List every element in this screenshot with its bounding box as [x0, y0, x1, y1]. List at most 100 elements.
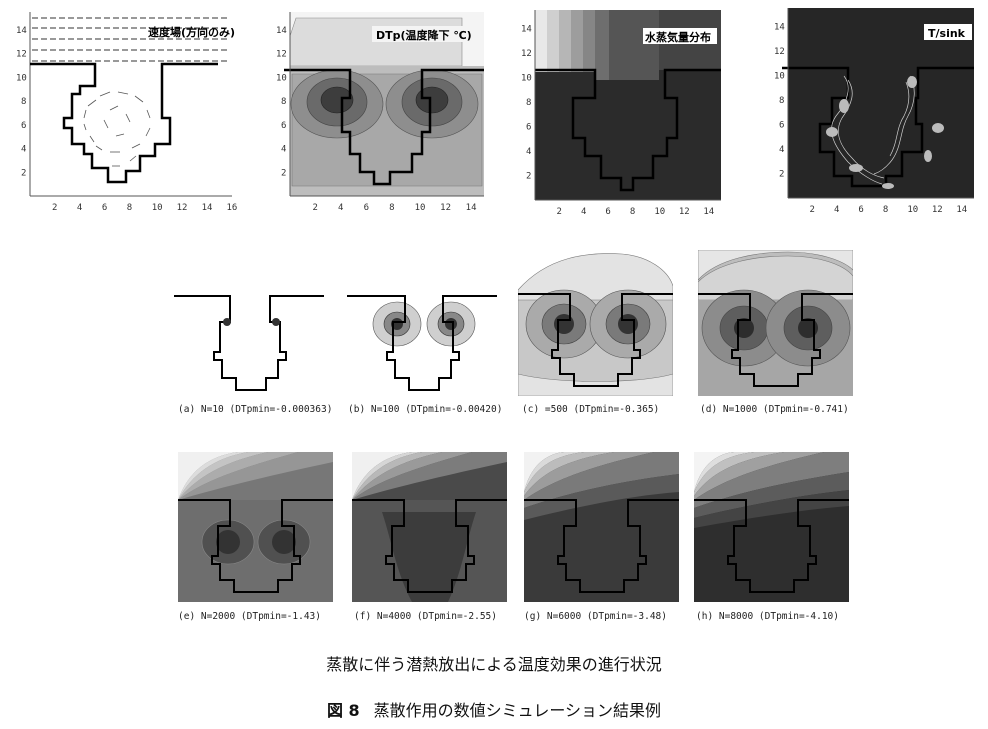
x-tick-label: 2 [52, 203, 57, 213]
y-tick-label: 4 [21, 145, 26, 155]
panel-h-plot [694, 452, 849, 602]
y-tick-label: 10 [774, 71, 785, 81]
caption-d: (d) N=1000 (DTpmin=-0.741) [700, 404, 849, 415]
title-background [643, 28, 717, 44]
vessel-outline [694, 499, 849, 593]
contour-cold-left [320, 86, 354, 114]
contour-band [178, 500, 333, 602]
y-tick-label: 10 [521, 73, 532, 83]
caption-e: (e) N=2000 (DTpmin=-1.43) [178, 611, 321, 622]
figure-label: 図 8 [326, 701, 360, 720]
vessel-outline [782, 66, 974, 188]
x-tick-label: 8 [630, 207, 635, 217]
y-tick-label: 6 [281, 121, 286, 131]
panel-g-plot [524, 452, 679, 602]
panel-f [352, 452, 507, 602]
x-tick-label: 12 [679, 207, 690, 217]
x-tick-label: 4 [581, 207, 586, 217]
panel-g [524, 452, 679, 602]
caption-h: (h) N=8000 (DTpmin=-4.10) [696, 611, 839, 622]
x-tick-label: 2 [809, 205, 814, 215]
panel-a-plot [174, 295, 324, 391]
panel-title: 水蒸気量分布 [645, 30, 711, 44]
y-tick-label: 8 [281, 97, 286, 107]
sink-hotspots [826, 76, 944, 189]
panel-title: T/sink [928, 27, 966, 40]
vessel-outline [347, 295, 497, 391]
caption-c: (c) =500 (DTpmin=-0.365) [522, 404, 660, 415]
vessel-outline [174, 295, 324, 391]
y-tick-label: 4 [779, 145, 784, 155]
x-tick-label: 4 [77, 203, 82, 213]
x-tick-label: 2 [313, 203, 318, 213]
x-tick-label: 6 [102, 203, 107, 213]
y-tick-label: 14 [276, 26, 287, 36]
velocity-vectors [83, 91, 151, 167]
x-tick-label: 4 [834, 205, 839, 215]
x-tick-label: 8 [389, 203, 394, 213]
vessel-outline [178, 499, 333, 593]
flow-lines [32, 17, 230, 62]
contour-cold-right [445, 318, 457, 330]
y-tick-label: 8 [526, 98, 531, 108]
y-tick-label: 6 [21, 121, 26, 131]
y-tick-label: 2 [21, 168, 26, 178]
panel-title: 速度場(方向のみ) [148, 25, 235, 39]
x-tick-label: 10 [907, 205, 918, 215]
contour-cold-left [216, 530, 240, 554]
caption-a: (a) N=10 (DTpmin=-0.000363) [178, 404, 333, 415]
panel-title: DTp(温度降下 ℃) [376, 28, 472, 42]
caption-f: (f) N=4000 (DTpmin=-2.55) [354, 611, 497, 622]
x-tick-label: 14 [466, 203, 477, 213]
panel-f-plot [352, 452, 507, 602]
panel-d-plot [698, 250, 853, 396]
panel-a [172, 292, 327, 396]
cold-spot [272, 318, 280, 326]
y-tick-label: 12 [774, 47, 785, 57]
vessel-outline [30, 62, 218, 184]
x-tick-label: 14 [703, 207, 714, 217]
panel-h [694, 452, 849, 602]
x-tick-label: 12 [440, 203, 451, 213]
figure-subcaption: 蒸散に伴う潜熱放出による温度効果の進行状況 [326, 655, 662, 674]
x-tick-label: 16 [227, 203, 238, 213]
x-tick-label: 8 [127, 203, 132, 213]
y-tick-label: 14 [774, 22, 785, 32]
x-tick-label: 6 [858, 205, 863, 215]
caption-g: (g) N=6000 (DTpmin=-3.48) [524, 611, 667, 622]
contour-band [698, 250, 853, 281]
vessel-outline [284, 68, 484, 186]
x-tick-label: 2 [556, 207, 561, 217]
y-tick-label: 10 [16, 73, 27, 83]
y-tick-label: 10 [276, 73, 287, 83]
x-tick-label: 10 [415, 203, 426, 213]
x-tick-label: 14 [202, 203, 213, 213]
x-tick-label: 12 [932, 205, 943, 215]
x-tick-label: 8 [883, 205, 888, 215]
vessel-outline [352, 499, 507, 593]
title-background [924, 24, 972, 40]
vessel-outline [518, 293, 673, 387]
y-tick-label: 2 [526, 171, 531, 181]
contour-cold-right [272, 530, 296, 554]
panel-e-plot [178, 452, 333, 602]
x-tick-label: 4 [338, 203, 343, 213]
panel-e [178, 452, 333, 602]
y-tick-label: 8 [21, 97, 26, 107]
y-tick-label: 4 [281, 145, 286, 155]
cold-spot [223, 318, 231, 326]
contour-bands-top [524, 452, 679, 520]
y-tick-label: 14 [521, 24, 532, 34]
panel-b-plot [347, 295, 497, 391]
x-tick-label: 10 [152, 203, 163, 213]
